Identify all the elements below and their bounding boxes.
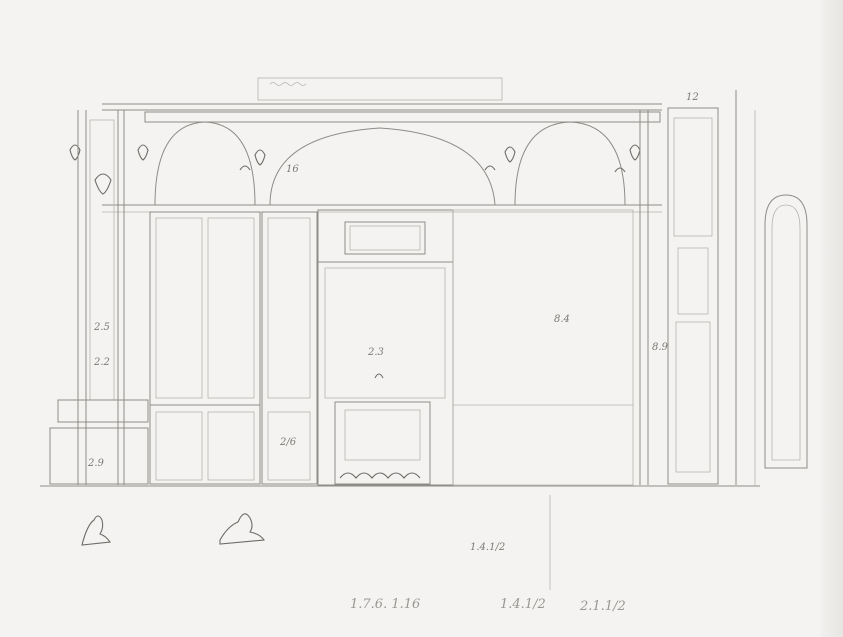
dim-left-pier-a: 2.5 [93, 322, 110, 333]
left-pier [49, 110, 149, 485]
wall-sconces [69, 144, 641, 195]
dim-top-right: 12 [686, 92, 699, 103]
right-wall [452, 110, 649, 486]
arched-window [764, 194, 808, 469]
dim-left-base: 2.9 [87, 458, 105, 469]
dim-right-panel: 8.4 [554, 314, 570, 325]
center-fireplace [317, 209, 454, 486]
inscription-part-2: 1.4.1/2 [500, 597, 546, 612]
inscription-part-1: 1.7.6. 1.16 [350, 597, 420, 612]
dim-inscription-mid: 1.4.1/2 [470, 542, 505, 553]
dim-left-pier-b: 2.2 [93, 357, 110, 368]
inscription-part-3: 2.1.1/2 [579, 599, 626, 614]
arches [102, 121, 662, 213]
dim-center-cabinet: 2.3 [367, 347, 384, 358]
figurine-sketches [81, 513, 265, 546]
left-cabinet [149, 211, 318, 485]
dim-upper-frieze: 16 [286, 164, 299, 175]
paper-edge [821, 0, 843, 637]
right-pier [667, 90, 756, 485]
dim-cabinet-lower: 2/6 [279, 437, 297, 448]
cornice [102, 77, 662, 123]
dim-right-pier: 8.9 [652, 342, 669, 353]
